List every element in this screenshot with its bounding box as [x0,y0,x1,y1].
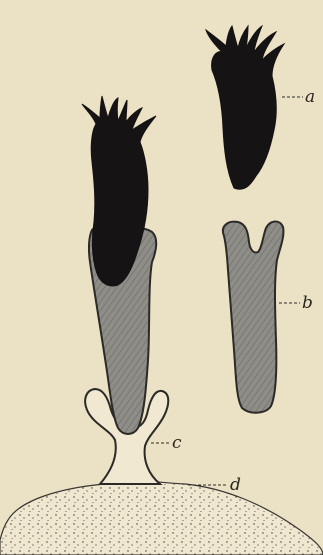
detached-dark-head-a [206,26,284,189]
label-a: a [305,89,315,106]
label-d: d [230,477,241,494]
label-c: c [172,435,182,452]
label-b: b [302,295,313,312]
detached-gray-body-b [223,221,284,412]
base-tissue-d [0,480,323,555]
